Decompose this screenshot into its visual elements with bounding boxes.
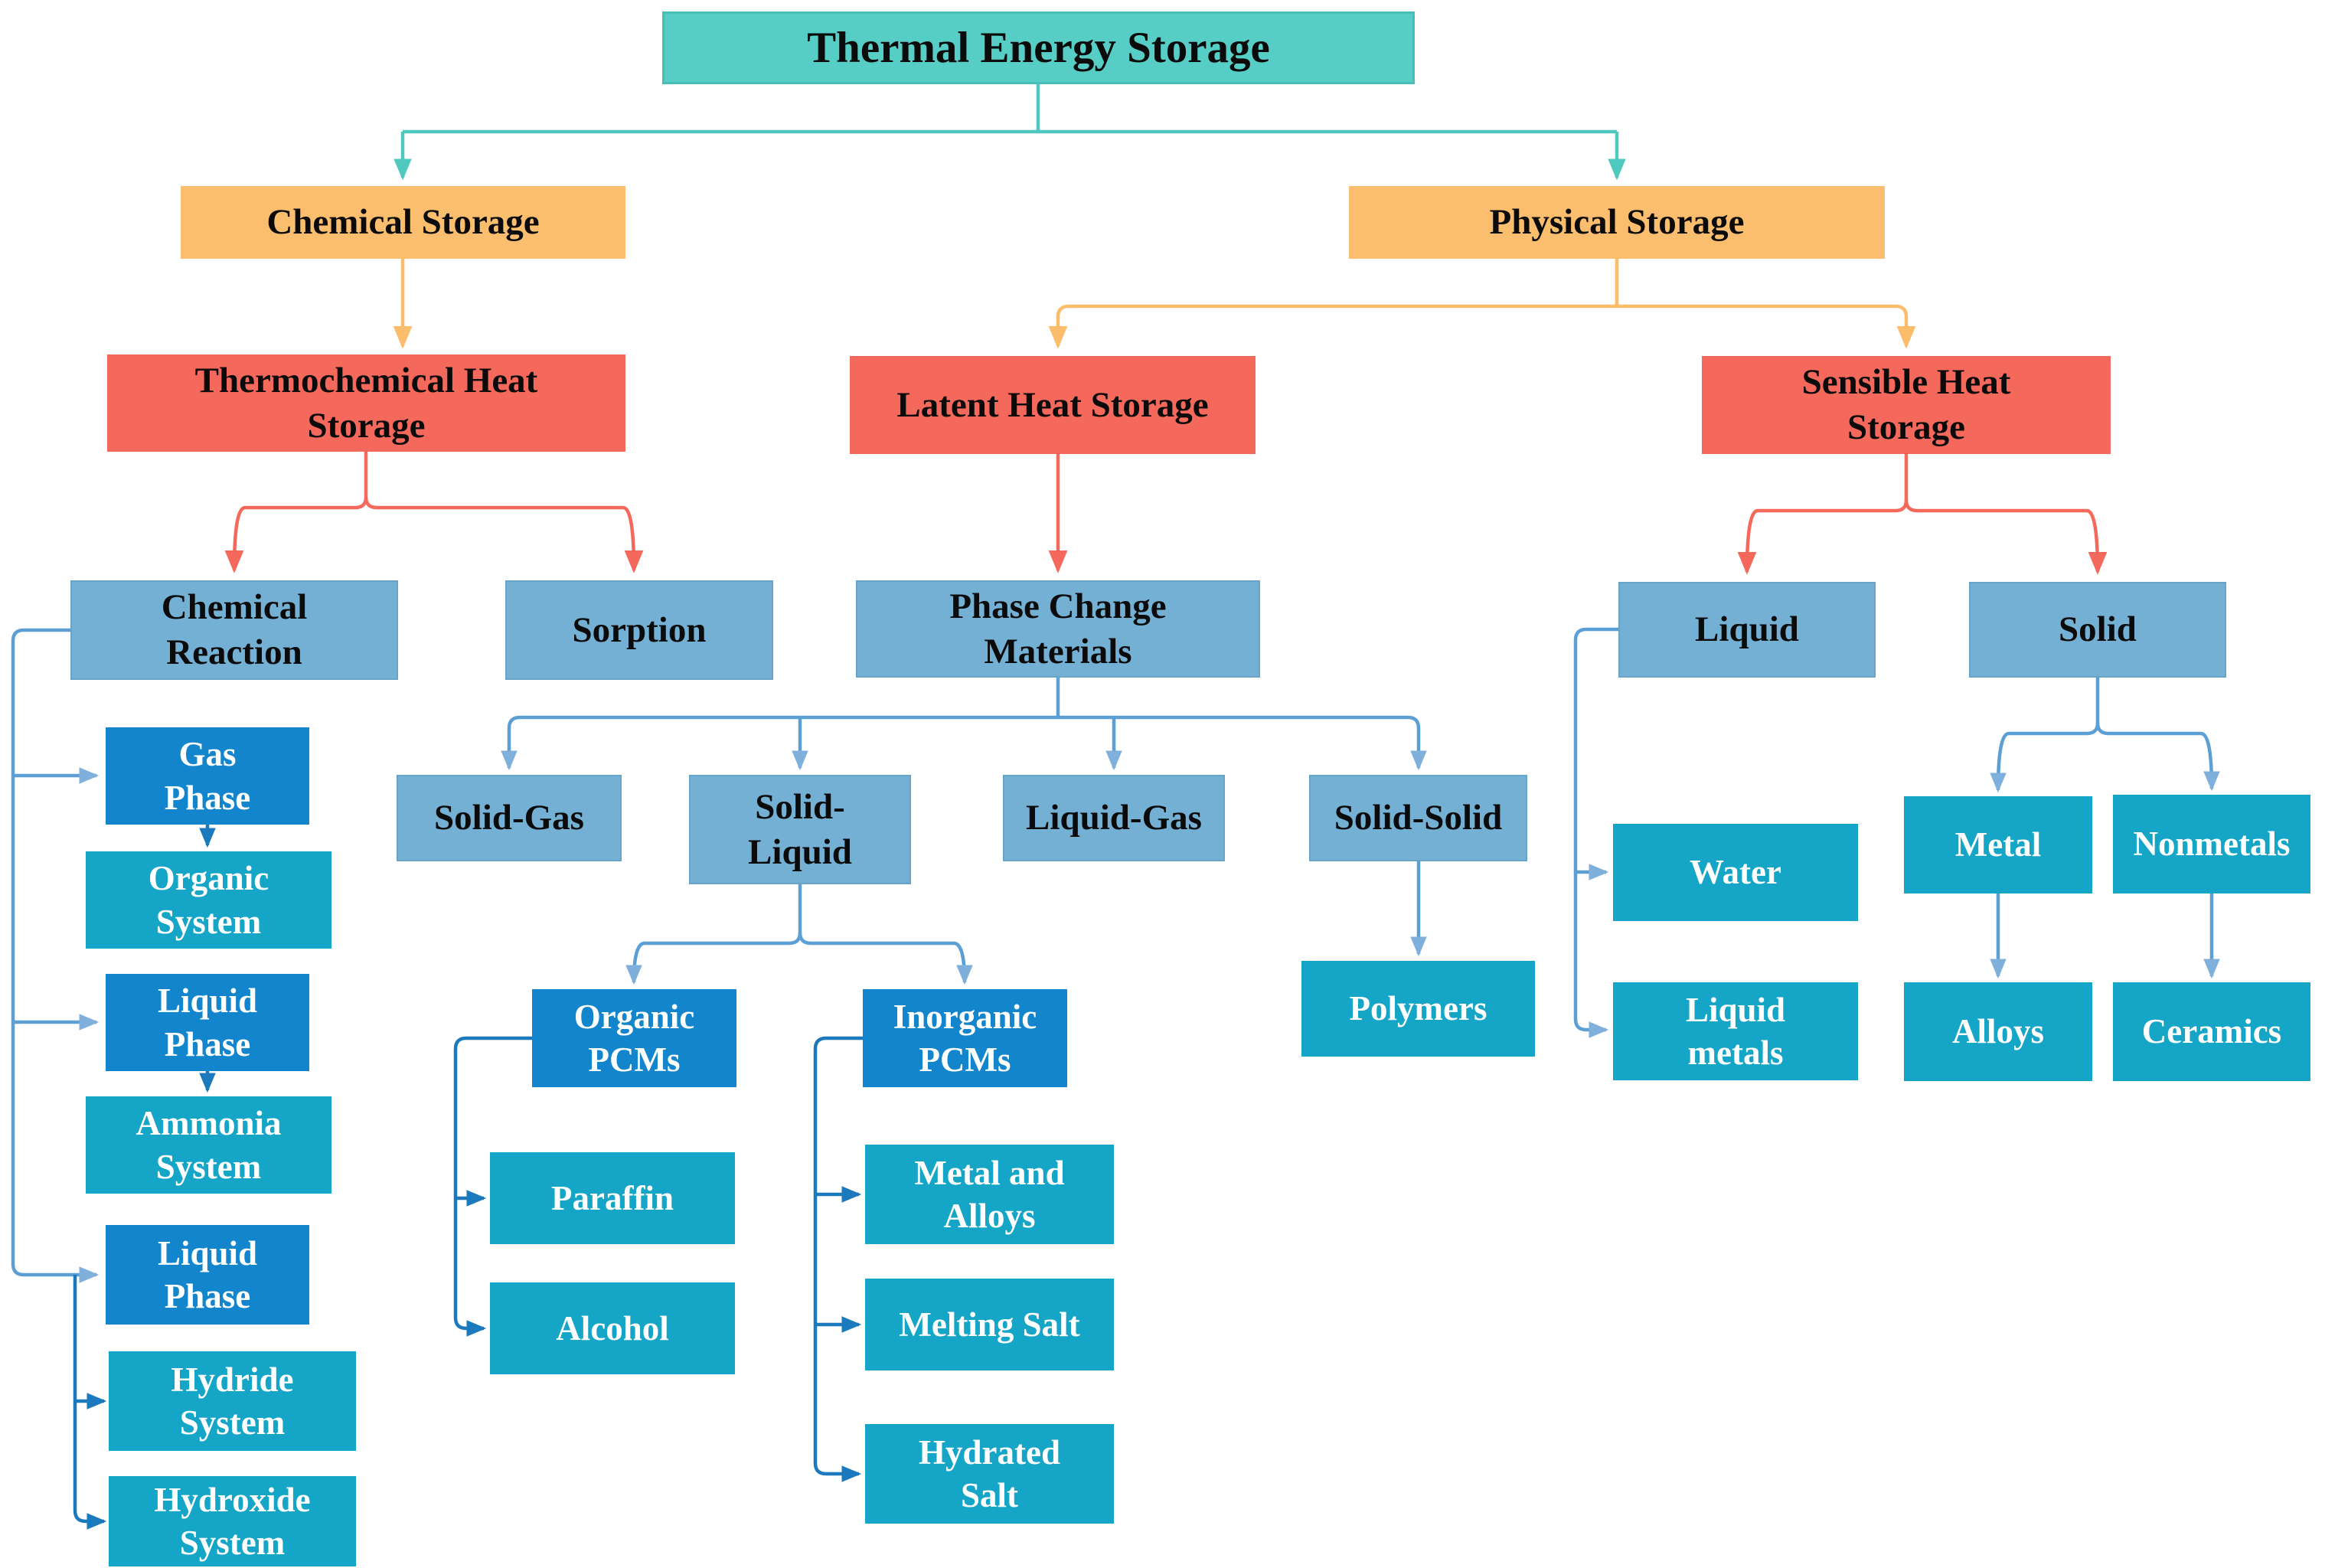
node-organic-pcms: Organic PCMs: [532, 989, 736, 1087]
node-polymers: Polymers: [1301, 961, 1535, 1057]
node-phase-change-materials: Phase Change Materials: [856, 580, 1260, 678]
node-gas-phase: Gas Phase: [106, 727, 309, 825]
node-inorganic-pcms: Inorganic PCMs: [863, 989, 1067, 1087]
node-ammonia-system: Ammonia System: [86, 1096, 331, 1194]
node-latent-heat-storage: Latent Heat Storage: [850, 356, 1256, 454]
node-paraffin: Paraffin: [490, 1152, 735, 1244]
node-physical-storage: Physical Storage: [1349, 186, 1885, 259]
node-solid-gas: Solid-Gas: [397, 775, 622, 861]
node-chemical-storage: Chemical Storage: [181, 186, 625, 259]
node-solid-liquid: Solid- Liquid: [689, 775, 911, 884]
node-solid: Solid: [1969, 582, 2226, 678]
node-hydroxide-system: Hydroxide System: [109, 1476, 356, 1566]
node-alcohol: Alcohol: [490, 1282, 735, 1374]
node-nonmetals: Nonmetals: [2113, 795, 2310, 893]
node-alloys: Alloys: [1904, 982, 2092, 1081]
node-thermal-energy-storage: Thermal Energy Storage: [662, 11, 1415, 84]
node-chemical-reaction: Chemical Reaction: [70, 580, 398, 680]
node-liquid-metals: Liquid metals: [1613, 982, 1858, 1080]
node-hydride-system: Hydride System: [109, 1351, 356, 1451]
node-solid-solid: Solid-Solid: [1309, 775, 1527, 861]
node-melting-salt: Melting Salt: [865, 1279, 1114, 1370]
node-sensible-heat-storage: Sensible Heat Storage: [1702, 356, 2111, 454]
node-water: Water: [1613, 824, 1858, 921]
node-sorption: Sorption: [505, 580, 773, 680]
node-liquid-phase-2: Liquid Phase: [106, 1225, 309, 1325]
node-metal: Metal: [1904, 796, 2092, 893]
node-thermochemical-heat-storage: Thermochemical Heat Storage: [107, 354, 625, 452]
node-organic-system: Organic System: [86, 851, 331, 949]
node-metal-and-alloys: Metal and Alloys: [865, 1145, 1114, 1244]
node-liquid-phase-1: Liquid Phase: [106, 974, 309, 1071]
node-liquid: Liquid: [1618, 582, 1876, 678]
node-liquid-gas: Liquid-Gas: [1003, 775, 1225, 861]
node-ceramics: Ceramics: [2113, 982, 2310, 1081]
node-hydrated-salt: Hydrated Salt: [865, 1424, 1114, 1524]
